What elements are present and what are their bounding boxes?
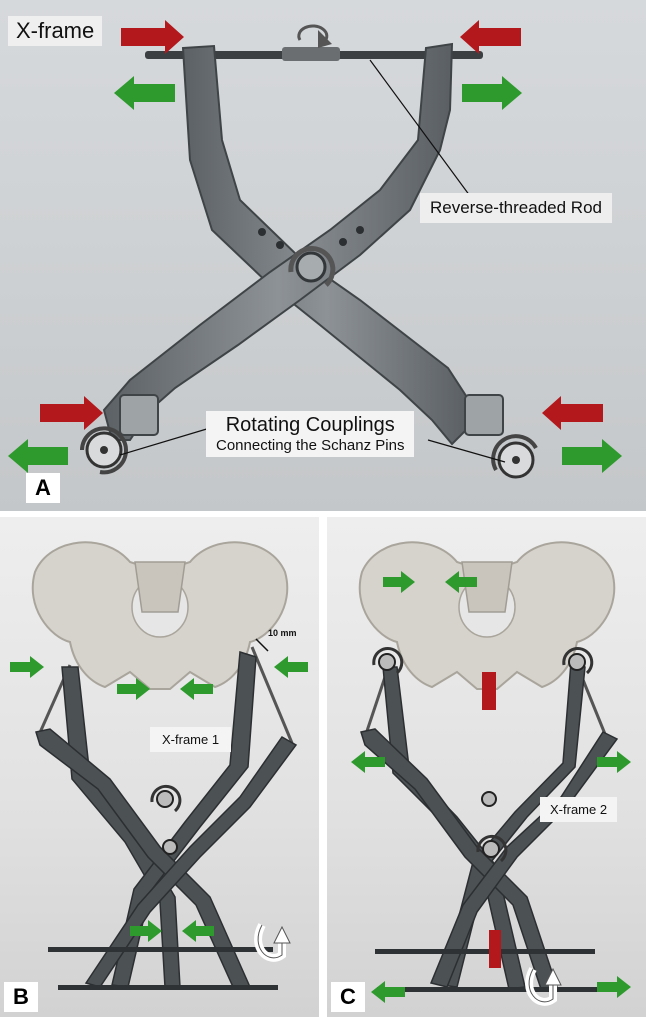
measurement-label: 10 mm bbox=[268, 628, 297, 638]
coupling-pointer-left bbox=[119, 427, 211, 456]
green-arrow-icon bbox=[182, 920, 214, 942]
coupling-pointer-right bbox=[427, 439, 506, 463]
pivot-rotation-icon bbox=[476, 834, 508, 863]
green-arrow-icon bbox=[371, 981, 405, 1003]
green-arrow-icon bbox=[130, 920, 162, 942]
rod-rotation-icon bbox=[254, 923, 291, 962]
rod-pointer-line bbox=[369, 59, 471, 197]
panel-letter-c: C bbox=[331, 982, 365, 1012]
green-arrow-icon bbox=[562, 439, 622, 473]
pivot bbox=[162, 839, 178, 855]
panel-a: X-frame Reverse-threaded Rod Rotating Co… bbox=[0, 0, 646, 511]
hole bbox=[258, 228, 266, 236]
green-arrow-icon bbox=[114, 76, 175, 110]
x-frame-arm bbox=[429, 731, 619, 988]
panel-c: X-frame 2 C bbox=[327, 517, 646, 1017]
pelvis-x-frame-2-illustration bbox=[351, 541, 631, 1006]
green-arrow-icon bbox=[10, 656, 44, 678]
panel-b: 10 mm X-frame 1 B bbox=[0, 517, 319, 1017]
x-frame-illustration bbox=[8, 20, 622, 479]
red-bar-icon bbox=[482, 672, 496, 710]
panel-letter-b: B bbox=[4, 982, 38, 1012]
coupling bbox=[568, 653, 586, 671]
green-arrow-icon bbox=[462, 76, 522, 110]
red-bar-icon bbox=[489, 930, 501, 968]
green-arrow-icon bbox=[8, 439, 68, 473]
x-frame-2-label: X-frame 2 bbox=[540, 797, 618, 822]
panel-letter-a: A bbox=[26, 473, 60, 503]
green-arrow-icon bbox=[180, 678, 213, 700]
rotation-arrow-icon bbox=[491, 434, 538, 471]
hole bbox=[356, 226, 364, 234]
sacrum bbox=[461, 561, 513, 613]
rod-rotation-icon bbox=[525, 967, 562, 1006]
green-arrow-icon bbox=[445, 571, 477, 593]
green-arrow-icon bbox=[274, 656, 308, 678]
coupling-rotation-icon bbox=[372, 646, 404, 675]
threaded-rod bbox=[48, 947, 273, 952]
measurement-line bbox=[255, 638, 269, 652]
pivot bbox=[156, 790, 174, 808]
red-arrow-icon bbox=[40, 396, 103, 430]
coupling-block-right bbox=[464, 394, 504, 436]
coupling-label: Rotating Couplings Connecting the Schanz… bbox=[206, 411, 415, 457]
coupling-block-left bbox=[119, 394, 159, 436]
pivot-rotation-icon bbox=[150, 784, 182, 813]
red-arrow-icon bbox=[460, 20, 521, 54]
red-arrow-icon bbox=[121, 20, 184, 54]
coupling-label-line2: Connecting the Schanz Pins bbox=[216, 437, 405, 454]
rod-rotation-icon bbox=[297, 24, 329, 44]
central-pivot bbox=[295, 251, 327, 283]
hole bbox=[276, 241, 284, 249]
green-arrow-icon bbox=[597, 976, 631, 998]
rod-nut bbox=[282, 47, 340, 61]
rod-label: Reverse-threaded Rod bbox=[420, 193, 612, 223]
pivot-rotation-icon bbox=[288, 246, 336, 287]
pivot bbox=[482, 840, 500, 858]
threaded-rod bbox=[58, 985, 278, 990]
schanz-pin-right bbox=[250, 646, 294, 744]
hole bbox=[339, 238, 347, 246]
x-frame-1-label: X-frame 1 bbox=[150, 727, 232, 752]
x-frame-title: X-frame bbox=[8, 16, 103, 46]
green-arrow-icon bbox=[351, 751, 385, 773]
coupling bbox=[378, 653, 396, 671]
rotation-arrow-icon bbox=[80, 426, 128, 475]
coupling-rotation-icon bbox=[562, 646, 594, 675]
green-arrow-icon bbox=[383, 571, 415, 593]
green-arrow-icon bbox=[117, 678, 150, 700]
green-arrow-icon bbox=[597, 751, 631, 773]
sacrum bbox=[134, 561, 186, 613]
threaded-rod bbox=[375, 949, 595, 954]
coupling-label-line1: Rotating Couplings bbox=[225, 414, 395, 436]
pelvis-x-frame-1-illustration bbox=[10, 541, 308, 990]
red-arrow-icon bbox=[542, 396, 603, 430]
threaded-rod bbox=[377, 987, 602, 992]
pivot bbox=[481, 791, 497, 807]
